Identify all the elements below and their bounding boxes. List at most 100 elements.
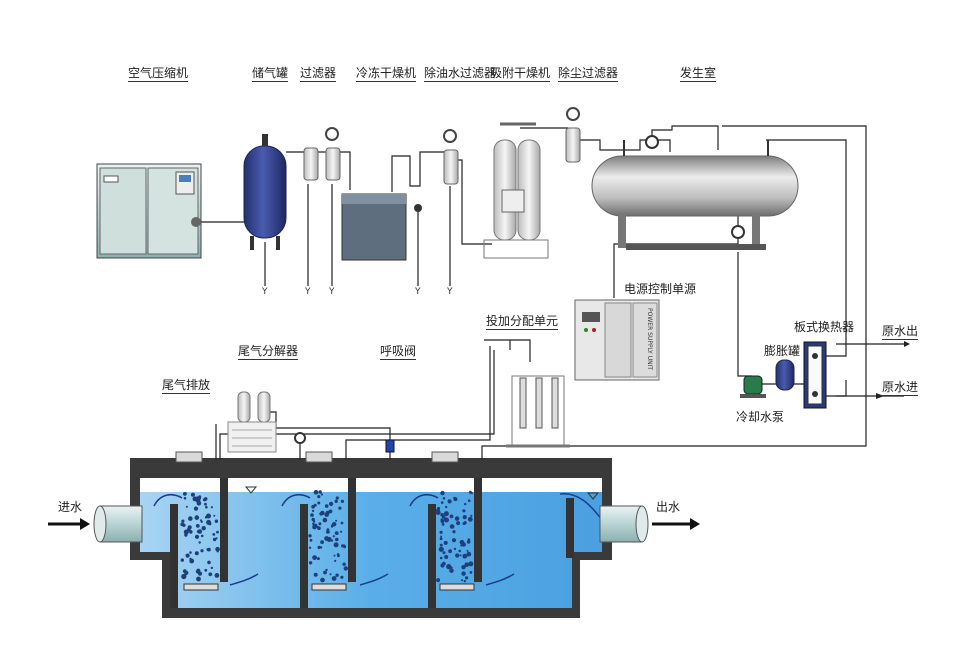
bubble <box>208 572 213 577</box>
bubble <box>439 537 443 541</box>
bubble <box>335 519 338 522</box>
bubble <box>442 497 446 500</box>
bubble <box>443 540 448 545</box>
cooling-pump <box>740 375 766 398</box>
drain-mark: Y <box>414 287 421 297</box>
bubble <box>459 554 462 557</box>
bubble <box>335 537 339 542</box>
bubble <box>328 509 333 514</box>
bubble <box>331 576 337 581</box>
freeze-dryer-label: 冷冻干燥机 <box>356 66 417 82</box>
bubble <box>464 562 470 567</box>
reaction-tank <box>130 451 612 618</box>
bubble <box>214 573 220 578</box>
breather-valve <box>294 432 395 453</box>
bubble <box>441 523 445 526</box>
bubble <box>340 521 344 525</box>
bubble <box>343 544 346 547</box>
generator-room-label: 发生室 <box>680 66 717 82</box>
bubble <box>441 515 446 519</box>
bubble <box>313 572 318 577</box>
bubble <box>316 557 320 561</box>
bubble <box>185 553 190 558</box>
bubble <box>462 509 466 513</box>
bubble <box>200 519 202 522</box>
bubble <box>340 575 344 579</box>
bubble <box>444 517 449 523</box>
tail-gas-decomposer-label: 尾气分解器 <box>238 344 299 360</box>
bubble <box>445 505 448 509</box>
bubble <box>182 523 186 527</box>
bubble <box>449 524 455 529</box>
bubble <box>317 545 321 550</box>
bubble <box>205 505 208 509</box>
bubble <box>456 521 461 526</box>
bubble <box>333 554 336 557</box>
bubble <box>185 505 188 508</box>
bubble <box>312 520 316 523</box>
bubble <box>446 564 452 570</box>
bubble <box>317 495 321 499</box>
bubble <box>470 514 473 517</box>
bubble <box>216 550 219 553</box>
bubble <box>332 535 335 538</box>
dust-filter <box>565 107 581 163</box>
bubble <box>439 556 443 560</box>
water-out-label: 出水 <box>656 500 681 514</box>
bubble <box>462 553 468 559</box>
bubble <box>439 530 443 534</box>
bubble <box>195 496 201 502</box>
bubble <box>461 571 466 576</box>
bubble <box>318 490 322 494</box>
bubble <box>214 519 219 523</box>
oil-water-filter <box>443 129 459 185</box>
bubble <box>336 553 340 556</box>
freeze-dryer <box>341 193 422 261</box>
tail-gas-decomposer <box>227 391 277 453</box>
bubble <box>313 503 317 507</box>
bubble <box>184 533 188 537</box>
bubble <box>202 498 207 502</box>
air-tank <box>243 134 287 250</box>
bubble <box>187 525 192 530</box>
bubble <box>201 526 206 531</box>
bubble <box>466 551 472 557</box>
bubble <box>443 511 449 517</box>
bubble <box>183 496 187 500</box>
bubble <box>213 514 216 517</box>
bubble <box>196 576 201 582</box>
power-panel-text: POWER SUPPLY UNIT <box>646 308 653 370</box>
bubble <box>467 499 471 503</box>
expansion-tank-label: 膨胀罐 <box>764 344 801 358</box>
oil-filter-label: 除油水过滤器 <box>424 66 497 82</box>
dust-filter-label: 除尘过滤器 <box>558 66 619 82</box>
raw-water-in-label: 原水进 <box>882 380 919 396</box>
bubble <box>343 566 348 571</box>
bubble <box>320 493 323 496</box>
bubble <box>207 560 211 565</box>
bubble <box>194 534 200 539</box>
bubble <box>204 568 208 572</box>
bubble <box>326 530 330 534</box>
bubble <box>308 546 312 549</box>
bubble <box>190 492 195 497</box>
bubble <box>180 558 184 562</box>
bubble <box>329 573 332 576</box>
bubble <box>468 490 472 494</box>
bubble <box>447 499 452 504</box>
bubble <box>458 549 462 553</box>
bubble <box>467 516 473 522</box>
bubble <box>312 555 317 560</box>
bubble <box>309 538 313 542</box>
bubble <box>454 516 460 521</box>
bubble <box>440 501 444 504</box>
water-in-label: 进水 <box>58 500 83 514</box>
bubble <box>195 524 200 528</box>
bubble <box>206 513 211 519</box>
bubble <box>184 570 189 576</box>
bubble <box>312 523 318 529</box>
power-supply-unit: POWER SUPPLY UNIT <box>574 299 660 381</box>
air-compressor <box>96 163 202 259</box>
power-unit-label: 电源控制单源 <box>624 282 697 296</box>
bubble <box>200 549 204 553</box>
